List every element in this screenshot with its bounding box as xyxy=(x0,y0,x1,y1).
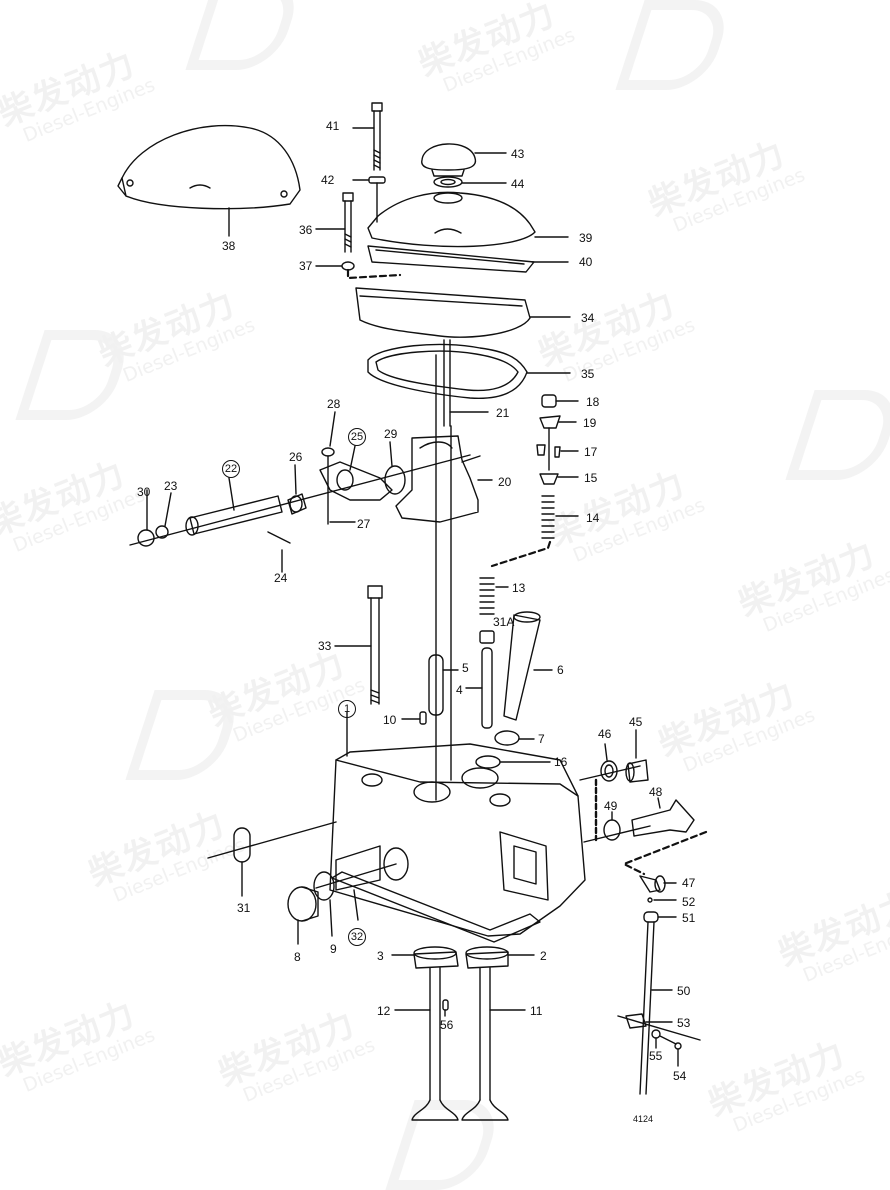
part-36-bolt xyxy=(315,192,402,280)
callout-50: 50 xyxy=(677,984,691,998)
callout-6: 6 xyxy=(557,663,564,677)
callout-19: 19 xyxy=(583,416,597,430)
part-35-gasket xyxy=(367,343,571,399)
part-39-rocker-cover xyxy=(367,191,569,273)
callout-10: 10 xyxy=(383,713,397,727)
callout-2: 2 xyxy=(540,949,547,963)
callout-51: 51 xyxy=(682,911,696,925)
part-valve-guides xyxy=(401,354,493,801)
callout-35: 35 xyxy=(581,367,595,381)
callout-42: 42 xyxy=(321,173,335,187)
part-38-cover xyxy=(117,124,301,237)
callout-39: 39 xyxy=(579,231,593,245)
figure-number: 4124 xyxy=(633,1114,654,1124)
callout-56: 56 xyxy=(440,1018,454,1032)
part-21-stud xyxy=(443,339,489,427)
callout-49: 49 xyxy=(604,799,618,813)
callout-54: 54 xyxy=(673,1069,687,1083)
callout-32: 32 xyxy=(348,928,366,946)
callout-24: 24 xyxy=(274,571,288,585)
callout-30: 30 xyxy=(137,485,151,499)
callout-46: 46 xyxy=(598,727,612,741)
part-valves xyxy=(394,967,526,1121)
callout-29: 29 xyxy=(384,427,398,441)
part-plugs xyxy=(207,821,397,945)
callout-8: 8 xyxy=(294,950,301,964)
callout-12: 12 xyxy=(377,1004,391,1018)
callout-31A: 31A xyxy=(493,615,515,629)
callout-43: 43 xyxy=(511,147,525,161)
part-6-injector-sleeve xyxy=(475,611,553,769)
callout-26: 26 xyxy=(289,450,303,464)
callout-53: 53 xyxy=(677,1016,691,1030)
callout-44: 44 xyxy=(511,177,525,191)
callout-21: 21 xyxy=(496,406,510,420)
callout-22: 22 xyxy=(222,460,240,478)
callout-41: 41 xyxy=(326,119,340,133)
callout-40: 40 xyxy=(579,255,593,269)
part-20-bracket xyxy=(395,435,493,523)
part-valve-springs xyxy=(479,394,579,644)
part-fittings xyxy=(579,729,708,876)
callout-25: 25 xyxy=(348,428,366,446)
callout-20: 20 xyxy=(498,475,512,489)
callout-5: 5 xyxy=(462,661,469,675)
callout-14: 14 xyxy=(586,511,600,525)
callout-34: 34 xyxy=(581,311,595,325)
callout-33: 33 xyxy=(318,639,332,653)
callout-16: 16 xyxy=(554,755,568,769)
callout-37: 37 xyxy=(299,259,313,273)
part-41-bolt xyxy=(352,102,386,223)
part-1-cylinder-head xyxy=(329,711,586,937)
callout-55: 55 xyxy=(649,1049,663,1063)
part-43-knob xyxy=(421,143,507,188)
callout-17: 17 xyxy=(584,445,598,459)
callout-48: 48 xyxy=(649,785,663,799)
part-22-rocker-shaft xyxy=(129,411,471,573)
part-32-gasket xyxy=(331,871,541,969)
callout-13: 13 xyxy=(512,581,526,595)
callout-11: 11 xyxy=(530,1004,543,1018)
callout-1: 1 xyxy=(338,700,356,718)
callout-27: 27 xyxy=(357,517,371,531)
callout-9: 9 xyxy=(330,942,337,956)
callout-18: 18 xyxy=(586,395,600,409)
callout-7: 7 xyxy=(538,732,545,746)
callout-47: 47 xyxy=(682,876,696,890)
callout-3: 3 xyxy=(377,949,384,963)
callout-38: 38 xyxy=(222,239,236,253)
callout-31: 31 xyxy=(237,901,251,915)
callout-28: 28 xyxy=(327,397,341,411)
callout-45: 45 xyxy=(629,715,643,729)
callout-23: 23 xyxy=(164,479,178,493)
callout-36: 36 xyxy=(299,223,313,237)
part-34-housing xyxy=(355,287,571,338)
callout-52: 52 xyxy=(682,895,696,909)
callout-15: 15 xyxy=(584,471,598,485)
part-dipstick xyxy=(617,875,701,1095)
callout-4: 4 xyxy=(456,683,463,697)
part-33-head-bolt xyxy=(334,585,383,705)
